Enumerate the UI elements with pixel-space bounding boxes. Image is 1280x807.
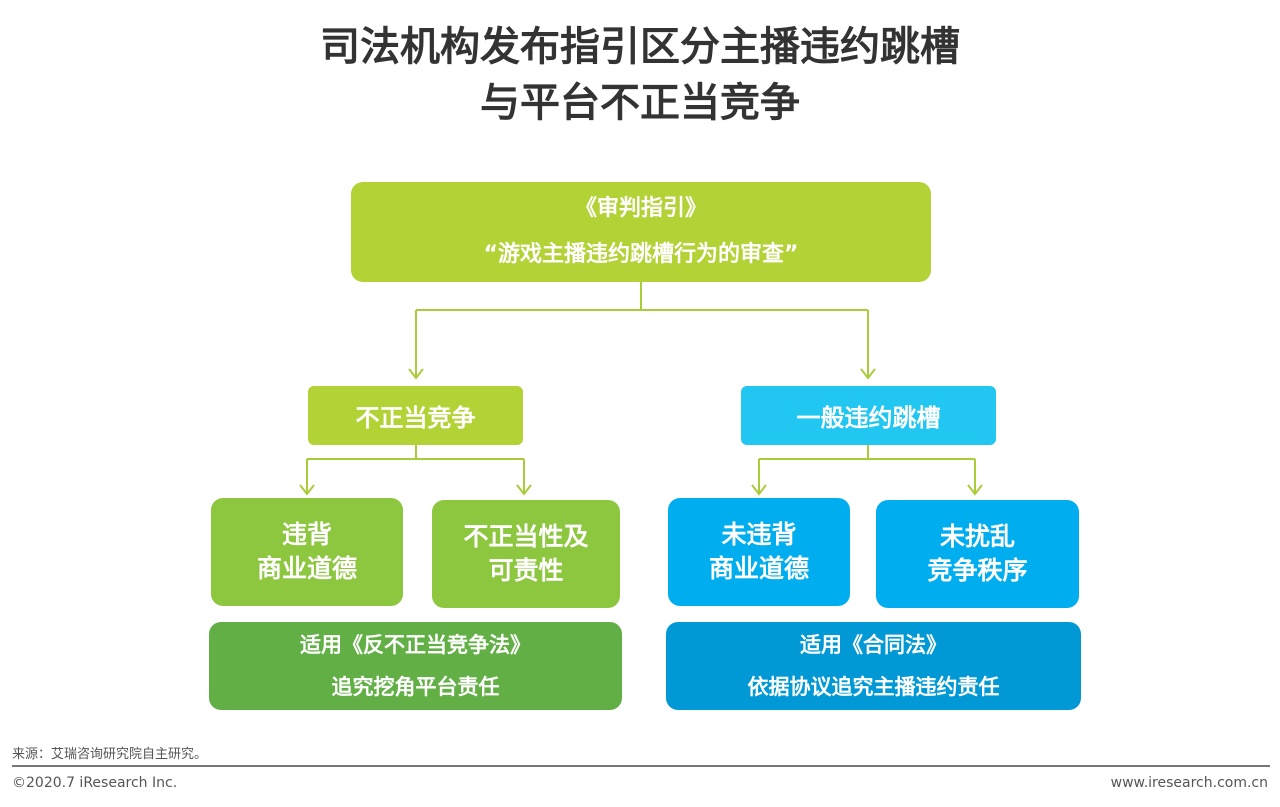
box-line: 商业道德 [256, 554, 357, 583]
unfair-competition-law-box: 适用《反不正当竞争法》追究挖角平台责任 [209, 622, 622, 710]
root-title: 《审判指引》 [574, 196, 707, 221]
copyright: ©2020.7 iResearch Inc. [12, 775, 178, 791]
general-breach-box: 一般违约跳槽 [741, 386, 996, 445]
box-line: 可责性 [488, 556, 564, 585]
box-line: 竞争秩序 [927, 556, 1028, 585]
box-line: 不正当性及 [463, 522, 589, 551]
unfair-competition-label: 不正当竞争 [355, 404, 476, 432]
violate-ethics-box: 违背商业道德 [211, 498, 403, 606]
website-link[interactable]: www.iresearch.com.cn [1110, 775, 1268, 791]
box-line: 商业道德 [708, 554, 809, 583]
box-line: 未违背 [721, 520, 797, 549]
title-line-1: 司法机构发布指引区分主播违约跳槽 [320, 24, 960, 70]
box-line: 适用《合同法》 [800, 633, 947, 657]
box-line: 违背 [281, 520, 332, 549]
contract-law-box: 适用《合同法》依据协议追究主播违约责任 [666, 622, 1081, 710]
box-line: 依据协议追究主播违约责任 [747, 675, 1000, 699]
root-subtitle: “游戏主播违约跳槽行为的审查” [483, 242, 799, 267]
improper-culpability-box: 不正当性及可责性 [432, 500, 620, 608]
footer-divider [12, 765, 1270, 767]
box-line: 追究挖角平台责任 [331, 675, 500, 699]
unfair-competition-box: 不正当竞争 [308, 386, 523, 445]
not-disrupt-order-box: 未扰乱竞争秩序 [876, 500, 1079, 608]
not-violate-ethics-box: 未违背商业道德 [668, 498, 850, 606]
box-line: 未扰乱 [939, 522, 1015, 551]
title-line-2: 与平台不正当竞争 [480, 80, 800, 126]
source-note: 来源：艾瑞咨询研究院自主研究。 [12, 747, 208, 762]
root-guideline-box: 《审判指引》 “游戏主播违约跳槽行为的审查” [351, 182, 931, 282]
general-breach-label: 一般违约跳槽 [796, 404, 941, 432]
box-line: 适用《反不正当竞争法》 [300, 633, 531, 657]
